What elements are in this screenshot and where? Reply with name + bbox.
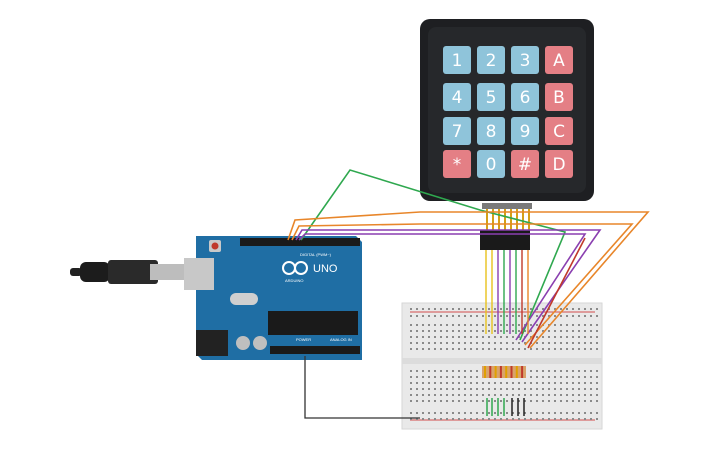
key-1-2[interactable]: 6 (511, 83, 539, 111)
key-0-0[interactable]: 1 (443, 46, 471, 74)
key-3-2[interactable]: # (511, 150, 539, 178)
key-1-1[interactable]: 5 (477, 83, 505, 111)
bottom-jumpers (486, 398, 525, 416)
pin-header (480, 230, 530, 250)
key-1-0[interactable]: 4 (443, 83, 471, 111)
keypad: 1 2 3 A 4 5 6 B 7 8 9 C * 0 # D (420, 19, 594, 231)
key-label: 2 (486, 51, 497, 71)
wires (287, 169, 650, 419)
key-0-3[interactable]: A (545, 46, 573, 74)
key-2-0[interactable]: 7 (443, 117, 471, 145)
key-label: A (553, 51, 565, 71)
key-3-3[interactable]: D (545, 150, 573, 178)
wire-purple-2 (298, 233, 587, 341)
resistor-bands (484, 366, 524, 378)
key-2-2[interactable]: 9 (511, 117, 539, 145)
key-label: 7 (452, 122, 463, 142)
key-3-1[interactable]: 0 (477, 150, 505, 178)
ribbon-wires (485, 250, 529, 334)
wire-orange-1 (287, 211, 650, 349)
wire-green (300, 169, 567, 341)
key-label: 9 (520, 122, 531, 142)
key-label: 6 (520, 88, 531, 108)
resistors (482, 366, 526, 378)
key-3-0[interactable]: * (443, 150, 471, 178)
key-label: 5 (486, 88, 497, 108)
arduino-board: UNO ARDUINO DIGITAL (PWM~) POWER ANALOG … (184, 236, 362, 360)
key-1-3[interactable]: B (545, 83, 573, 111)
breadboard (401, 302, 603, 430)
key-label: 0 (486, 155, 497, 175)
analog-pins-label: ANALOG IN (330, 337, 352, 342)
key-label: 4 (452, 88, 463, 108)
key-0-1[interactable]: 2 (477, 46, 505, 74)
board-brand-label: ARDUINO (285, 278, 303, 283)
power-pins-label: POWER (296, 337, 311, 342)
key-label: 3 (520, 51, 531, 71)
key-label: B (553, 88, 565, 108)
key-2-1[interactable]: 8 (477, 117, 505, 145)
key-label: C (553, 122, 565, 142)
digital-pins-label: DIGITAL (PWM~) (300, 252, 332, 257)
key-label: 1 (452, 51, 463, 71)
key-label: D (552, 155, 565, 175)
wire-ground (304, 356, 420, 419)
wire-orange-2 (291, 223, 634, 346)
key-0-2[interactable]: 3 (511, 46, 539, 74)
wire-red (527, 237, 586, 349)
board-model-label: UNO (313, 263, 338, 275)
key-2-3[interactable]: C (545, 117, 573, 145)
arduino-logo (282, 261, 308, 275)
breadboard-holes (410, 308, 598, 420)
key-label: 8 (486, 122, 497, 142)
key-label: * (453, 155, 462, 175)
usb-cable (70, 260, 186, 284)
key-label: # (518, 155, 532, 175)
keypad-keys: 1 2 3 A 4 5 6 B 7 8 9 C * 0 # D (443, 46, 573, 178)
